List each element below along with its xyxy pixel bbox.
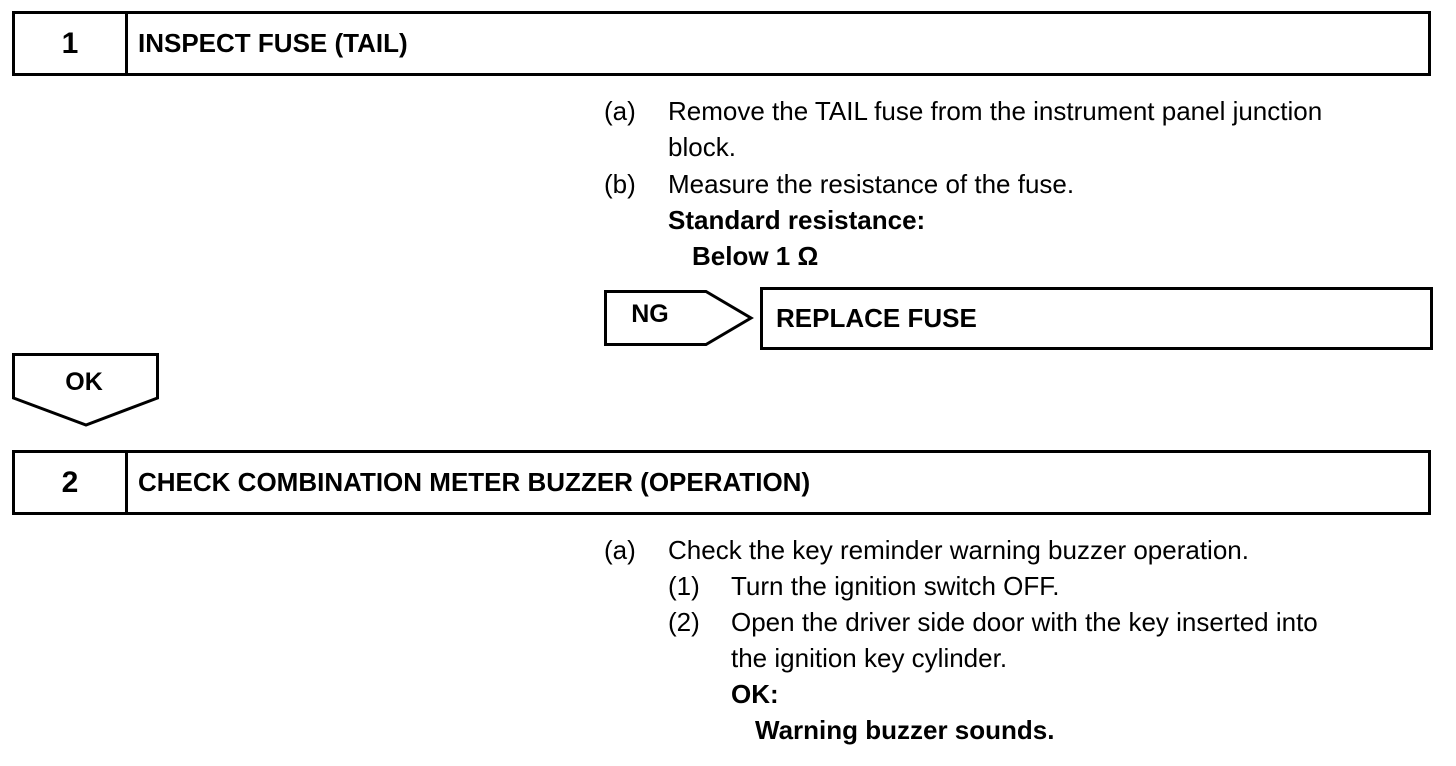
step-2-number: 2 [15,453,128,512]
step-2-title: CHECK COMBINATION METER BUZZER (OPERATIO… [138,467,811,497]
step-1-a-marker: (a) [604,96,636,126]
ng-label: NG [631,300,669,328]
step-1-a-text-line2: block. [668,132,736,162]
ng-arrow-icon [604,290,754,346]
step-2-a-text: Check the key reminder warning buzzer op… [668,535,1249,565]
ok-label: OK [65,368,103,396]
step-1-b-text: Measure the resistance of the fuse. [668,169,1075,199]
step-1-a-text-line1: Remove the TAIL fuse from the instrument… [668,96,1323,126]
standard-resistance-value: Below 1 Ω [692,241,819,271]
step-2-sub1-marker: (1) [668,571,700,601]
ok-condition-value: Warning buzzer sounds. [755,715,1055,745]
step-2-sub1-text: Turn the ignition switch OFF. [731,571,1060,601]
ok-arrow-icon [12,353,159,427]
step-2-sub2-text-line1: Open the driver side door with the key i… [731,607,1318,637]
standard-resistance-label: Standard resistance: [668,205,926,235]
step-1-header: 1 INSPECT FUSE (TAIL) [12,11,1431,76]
replace-fuse-box: REPLACE FUSE [760,287,1433,350]
step-1-b-marker: (b) [604,169,636,199]
step-1-title: INSPECT FUSE (TAIL) [138,28,408,58]
step-2-sub2-text-line2: the ignition key cylinder. [731,643,1008,673]
step-2-header: 2 CHECK COMBINATION METER BUZZER (OPERAT… [12,450,1431,515]
ok-condition-label: OK: [731,679,779,709]
step-2-a-marker: (a) [604,535,636,565]
step-2-sub2-marker: (2) [668,607,700,637]
step-1-number: 1 [15,14,128,73]
